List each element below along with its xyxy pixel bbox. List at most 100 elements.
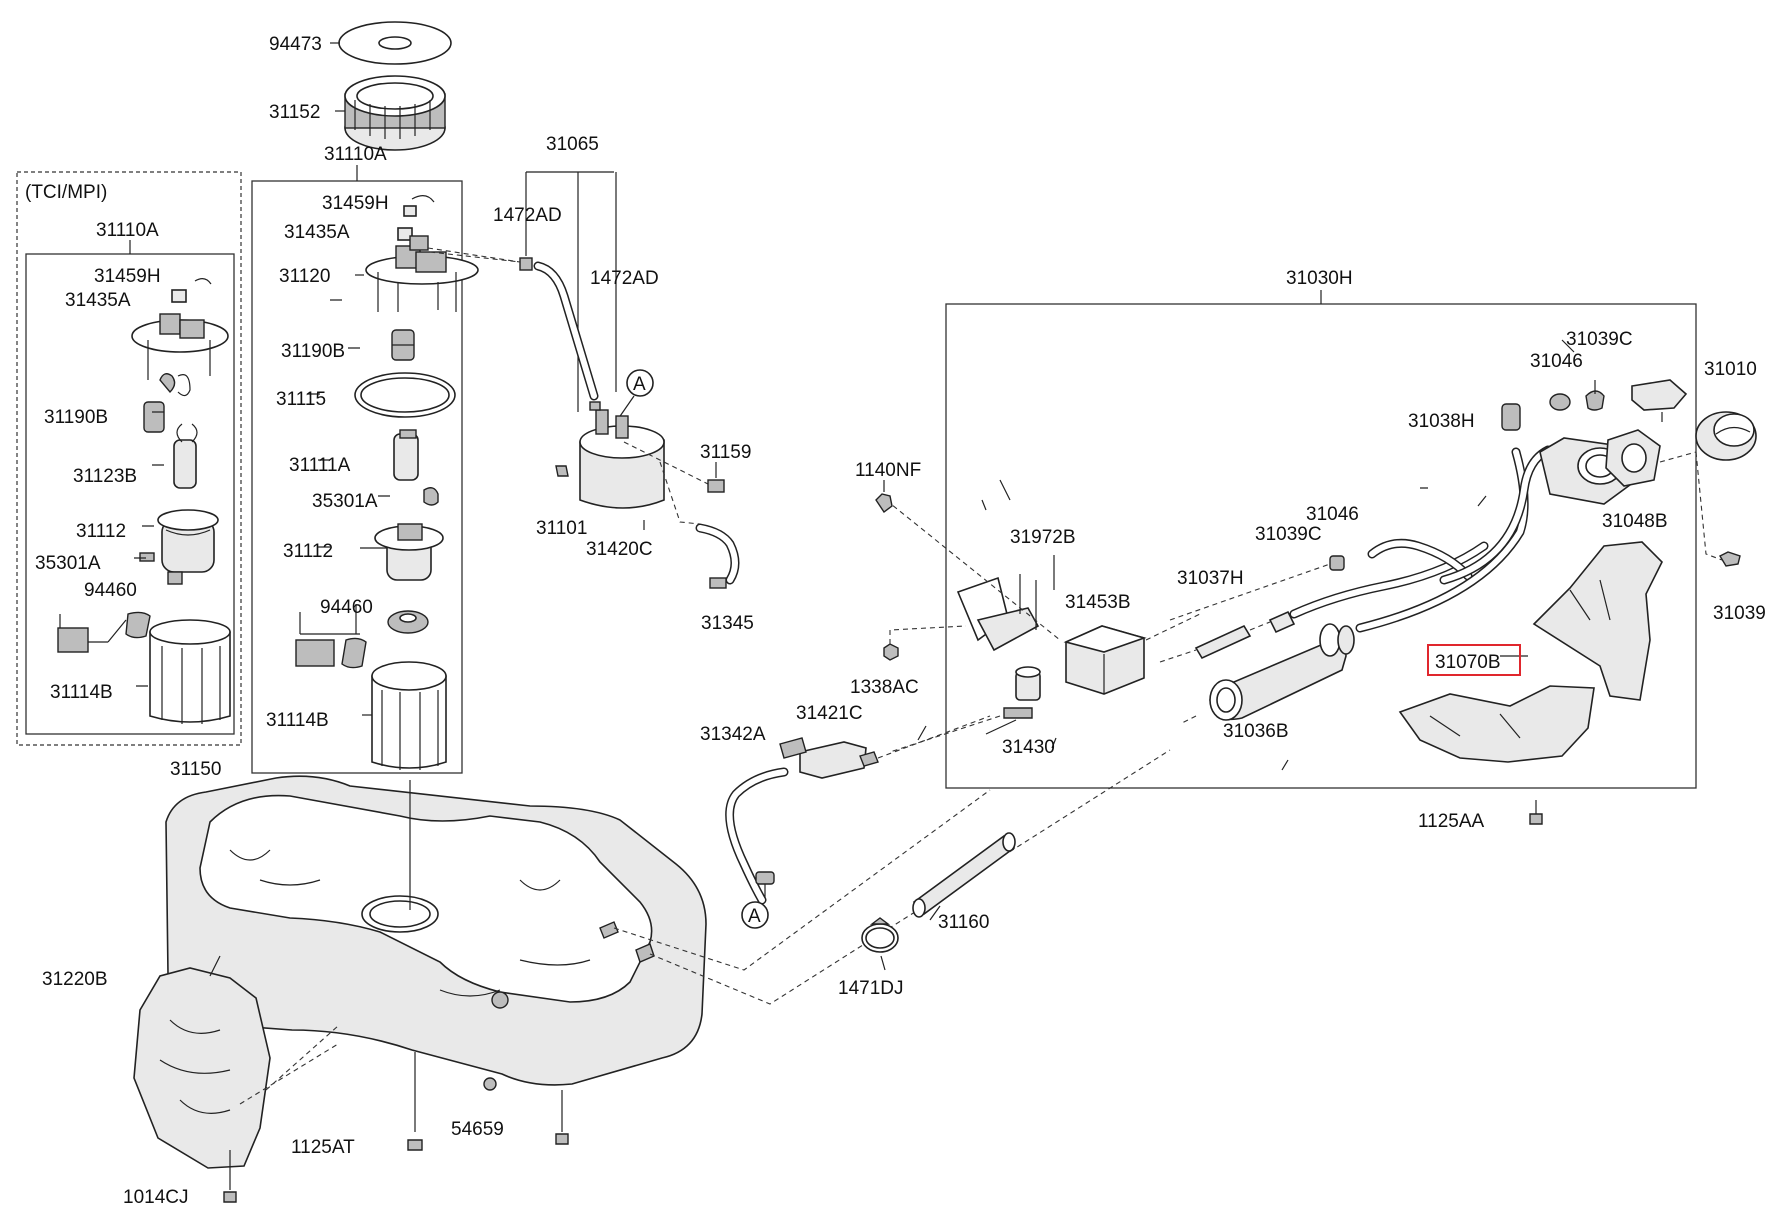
callout-circle-A2 bbox=[741, 901, 769, 929]
hose-31345 bbox=[659, 461, 740, 589]
label-31112-alt[interactable]: 31112 bbox=[76, 521, 126, 542]
bolt-1125AA bbox=[1529, 800, 1543, 825]
label-31190B-alt[interactable]: 31190B bbox=[44, 407, 108, 428]
hose-31037H bbox=[1159, 621, 1271, 663]
heat-shield-31220B bbox=[133, 967, 339, 1169]
label-31030H[interactable]: 31030H bbox=[1286, 268, 1353, 289]
vent-valve-31453B bbox=[1063, 613, 1201, 695]
hose-31046-upper bbox=[1169, 538, 1473, 621]
alt-filter bbox=[143, 401, 165, 433]
lock-ring-31152 bbox=[335, 75, 446, 151]
label-1471DJ[interactable]: 1471DJ bbox=[838, 978, 904, 999]
callout-A1[interactable]: A bbox=[633, 374, 646, 395]
label-31459H-alt[interactable]: 31459H bbox=[94, 266, 161, 287]
label-1125AA[interactable]: 1125AA bbox=[1418, 811, 1485, 832]
label-94460-alt[interactable]: 94460 bbox=[84, 580, 137, 601]
label-35301A-main[interactable]: 35301A bbox=[312, 491, 378, 512]
alt-pump-body bbox=[157, 509, 219, 585]
label-31037H[interactable]: 31037H bbox=[1177, 568, 1244, 589]
label-31150[interactable]: 31150 bbox=[170, 759, 221, 780]
clamp-pair bbox=[1319, 623, 1355, 657]
label-31152[interactable]: 31152 bbox=[269, 102, 320, 123]
label-31123B[interactable]: 31123B bbox=[73, 466, 137, 487]
label-31159[interactable]: 31159 bbox=[700, 442, 751, 463]
clamp-31039C-top bbox=[1585, 380, 1605, 411]
label-31435A-main[interactable]: 31435A bbox=[284, 222, 350, 243]
hose-31342A bbox=[725, 767, 789, 905]
label-31115[interactable]: 31115 bbox=[276, 389, 326, 410]
pump-motor-31111A bbox=[393, 429, 419, 481]
alt-sender bbox=[57, 611, 151, 653]
bolt-31039 bbox=[1659, 451, 1741, 567]
label-31046-a[interactable]: 31046 bbox=[1530, 351, 1583, 372]
fuel-cap-31010 bbox=[1695, 411, 1757, 461]
label-31972B[interactable]: 31972B bbox=[1010, 527, 1076, 548]
alt-pump-flange bbox=[131, 278, 229, 397]
label-31453B[interactable]: 31453B bbox=[1065, 592, 1131, 613]
gasket-31048B bbox=[1605, 429, 1661, 487]
label-31039C-b[interactable]: 31039C bbox=[1255, 524, 1322, 545]
vapor-lines-31065 bbox=[429, 171, 617, 412]
label-31430[interactable]: 31430 bbox=[1002, 737, 1055, 758]
highlight-box bbox=[1427, 644, 1521, 676]
label-31421C[interactable]: 31421C bbox=[796, 703, 863, 724]
label-31120[interactable]: 31120 bbox=[279, 266, 330, 287]
label-31048B[interactable]: 31048B bbox=[1602, 511, 1668, 532]
label-31070B[interactable]: 31070B bbox=[1435, 652, 1501, 673]
label-31036B[interactable]: 31036B bbox=[1223, 721, 1289, 742]
label-31114B-main[interactable]: 31114B bbox=[266, 710, 329, 731]
label-31112-main[interactable]: 31112 bbox=[283, 541, 333, 562]
label-1472AD-a[interactable]: 1472AD bbox=[493, 205, 562, 226]
label-94460-main[interactable]: 94460 bbox=[320, 597, 373, 618]
alt-pump-motor-31123B bbox=[173, 423, 198, 489]
label-31111A[interactable]: 31111A bbox=[289, 455, 351, 476]
bolt-1014CJ bbox=[223, 1150, 237, 1203]
valve-31430 bbox=[889, 666, 1041, 753]
variant-frame-dashed bbox=[16, 171, 242, 746]
label-31190B-main[interactable]: 31190B bbox=[281, 341, 345, 362]
label-54659[interactable]: 54659 bbox=[451, 1119, 504, 1140]
label-31010[interactable]: 31010 bbox=[1704, 359, 1757, 380]
label-31342A[interactable]: 31342A bbox=[700, 724, 766, 745]
label-31065[interactable]: 31065 bbox=[546, 134, 599, 155]
label-1014CJ[interactable]: 1014CJ bbox=[123, 1187, 189, 1208]
alt-reservoir bbox=[149, 619, 231, 724]
bolt-1140NF bbox=[875, 480, 893, 514]
sender-94460 bbox=[295, 604, 429, 669]
label-31101[interactable]: 31101 bbox=[536, 518, 587, 539]
fuel-tank-31150 bbox=[165, 749, 1171, 1091]
label-31039C-a[interactable]: 31039C bbox=[1566, 329, 1633, 350]
label-1338AC[interactable]: 1338AC bbox=[850, 677, 919, 698]
label-31160[interactable]: 31160 bbox=[938, 912, 989, 933]
label-31420C[interactable]: 31420C bbox=[586, 539, 653, 560]
label-1472AD-b[interactable]: 1472AD bbox=[590, 268, 659, 289]
label-1140NF[interactable]: 1140NF bbox=[855, 460, 921, 481]
label-1125AT[interactable]: 1125AT bbox=[291, 1137, 355, 1158]
label-31038H[interactable]: 31038H bbox=[1408, 411, 1475, 432]
label-31110A-alt[interactable]: 31110A bbox=[96, 220, 159, 241]
clamp-1471DJ bbox=[861, 917, 899, 953]
callout-A2[interactable]: A bbox=[748, 906, 761, 927]
label-31220B[interactable]: 31220B bbox=[42, 969, 108, 990]
label-31459H-main[interactable]: 31459H bbox=[322, 193, 389, 214]
bolt-1125AT bbox=[407, 1052, 423, 1151]
label-31435A-alt[interactable]: 31435A bbox=[65, 290, 131, 311]
clip-35301A bbox=[423, 487, 439, 506]
label-31039[interactable]: 31039 bbox=[1713, 603, 1766, 624]
label-31046-b[interactable]: 31046 bbox=[1306, 504, 1359, 525]
canister-31420C bbox=[555, 369, 665, 530]
label-35301A-alt[interactable]: 35301A bbox=[35, 553, 101, 574]
label-variant: (TCI/MPI) bbox=[25, 182, 107, 203]
cap-gasket-94473 bbox=[330, 21, 452, 65]
label-94473[interactable]: 94473 bbox=[269, 34, 322, 55]
label-31345[interactable]: 31345 bbox=[701, 613, 754, 634]
pump-body-31112 bbox=[360, 523, 444, 581]
reservoir-31114B bbox=[362, 661, 447, 770]
canister-31421C bbox=[779, 715, 991, 779]
bracket-31972B bbox=[885, 499, 1061, 652]
label-31110A-main[interactable]: 31110A bbox=[324, 144, 387, 165]
label-31114B-alt[interactable]: 31114B bbox=[50, 682, 113, 703]
